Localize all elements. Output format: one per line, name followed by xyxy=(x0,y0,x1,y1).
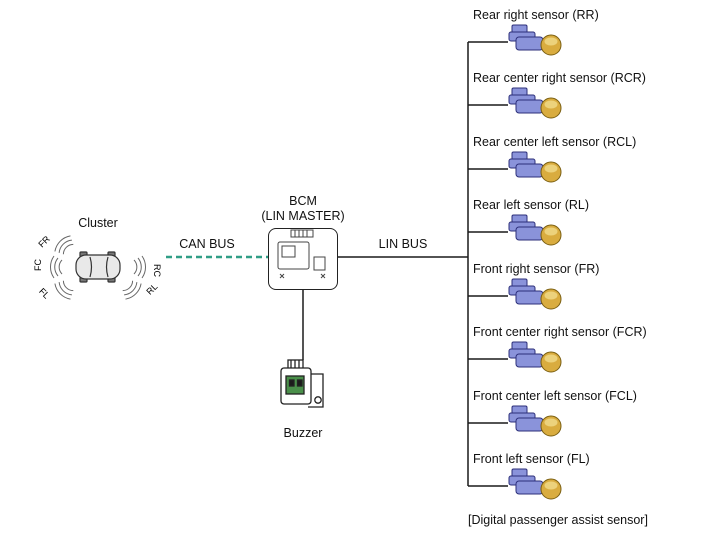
lin-bus-label: LIN BUS xyxy=(378,237,428,251)
parking-sensor-icon xyxy=(508,341,562,373)
cluster-block: Cluster FR FC FL RC RL xyxy=(28,216,168,304)
sensor-label: Rear center right sensor (RCR) xyxy=(473,71,646,85)
zone-label-fl: FL xyxy=(37,286,52,301)
sensor-label: Front center right sensor (FCR) xyxy=(473,325,647,339)
parking-sensor-icon xyxy=(508,278,562,310)
sensor-row: Front left sensor (FL) xyxy=(468,452,701,515)
sensor-row: Rear left sensor (RL) xyxy=(468,198,701,261)
parking-sensor-icon xyxy=(508,405,562,437)
parking-sensor-icon xyxy=(508,151,562,183)
sensor-label: Front right sensor (FR) xyxy=(473,262,600,276)
sensor-row: Front center right sensor (FCR) xyxy=(468,325,701,388)
sensor-label: Rear right sensor (RR) xyxy=(473,8,599,22)
zone-label-rl: RL xyxy=(144,281,159,296)
bcm-role: (LIN MASTER) xyxy=(261,209,345,223)
cluster-label: Cluster xyxy=(78,216,118,230)
buzzer-label: Buzzer xyxy=(283,426,323,440)
sensor-row: Rear center right sensor (RCR) xyxy=(468,71,701,134)
parking-sensor-icon xyxy=(508,87,562,119)
zone-label-rc: RC xyxy=(152,264,162,277)
sensor-label: Front center left sensor (FCL) xyxy=(473,389,637,403)
sensor-label: Rear left sensor (RL) xyxy=(473,198,590,212)
zone-label-fc: FC xyxy=(33,259,43,271)
cluster-car-icon: FR FC FL RC RL xyxy=(33,232,162,303)
bcm-title: BCM (LIN MASTER) xyxy=(238,194,368,224)
sensor-row: Rear center left sensor (RCL) xyxy=(468,135,701,198)
zone-label-fr: FR xyxy=(36,234,52,250)
can-bus-label: CAN BUS xyxy=(179,237,235,251)
sensor-row: Rear right sensor (RR) xyxy=(468,8,701,71)
parking-sensor-icon xyxy=(508,214,562,246)
sensor-row: Front right sensor (FR) xyxy=(468,262,701,325)
footer-caption: [Digital passenger assist sensor] xyxy=(468,513,648,527)
sensor-label: Rear center left sensor (RCL) xyxy=(473,135,637,149)
bcm-module-icon xyxy=(268,228,338,290)
sensor-row: Front center left sensor (FCL) xyxy=(468,389,701,452)
parking-sensor-icon xyxy=(508,468,562,500)
bcm-name: BCM xyxy=(289,194,317,208)
parking-sensor-icon xyxy=(508,24,562,56)
buzzer-icon xyxy=(280,359,324,408)
sensor-label: Front left sensor (FL) xyxy=(473,452,590,466)
